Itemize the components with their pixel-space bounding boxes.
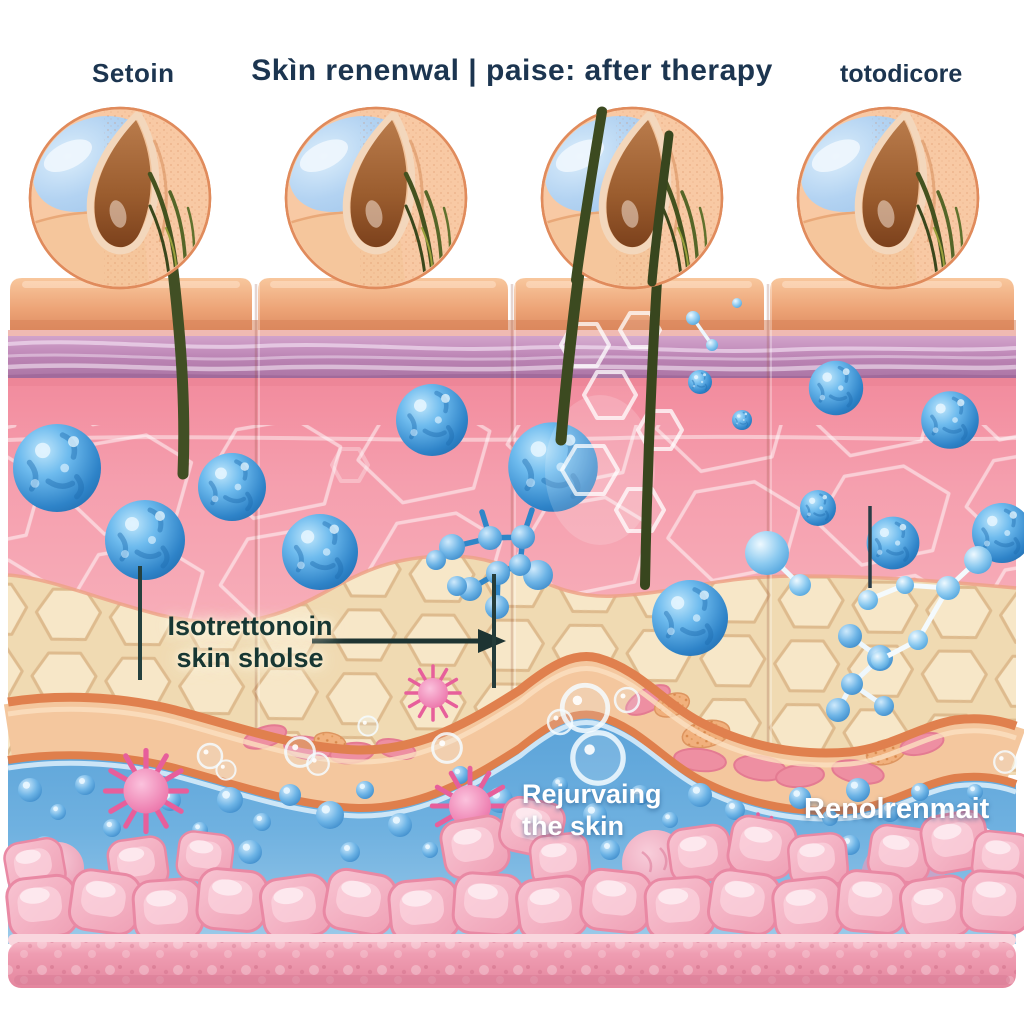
retinoid-zigzag-molecule (826, 624, 894, 722)
bottom-muscle-strip (8, 934, 1016, 988)
panel-dividers (254, 284, 772, 768)
isotretinoin-label-line1: Isotrettonoin (167, 611, 333, 641)
annotation-lines (138, 506, 872, 688)
follicle-inset-circles (17, 97, 980, 290)
inset-circle-2 (273, 97, 468, 290)
white-stick-molecule (858, 546, 992, 669)
small-molecule-fragments (686, 298, 811, 596)
rejuvenating-label-line2: the skin (522, 811, 625, 842)
rejuvenating-label-line1: Rejurvaing (522, 779, 662, 809)
inset-circle-3 (529, 97, 724, 290)
rejuvenating-label: Rejurvaing the skin (522, 778, 662, 843)
white-hex-molecule-mesh (330, 311, 684, 545)
header-right-label: totodicore (840, 60, 963, 88)
inset-circle-4 (785, 97, 980, 290)
header-left-label: Setoin (92, 58, 175, 88)
isotretinoin-label-line2: skin sholse (176, 643, 324, 674)
isotretinoin-label: Isotrettonoin skin sholse (140, 610, 360, 675)
page-title: Skìn renenwal | paise: after therapy (251, 54, 773, 87)
inset-circle-1 (17, 97, 212, 290)
renewal-label: Renolrenmait (804, 793, 990, 825)
